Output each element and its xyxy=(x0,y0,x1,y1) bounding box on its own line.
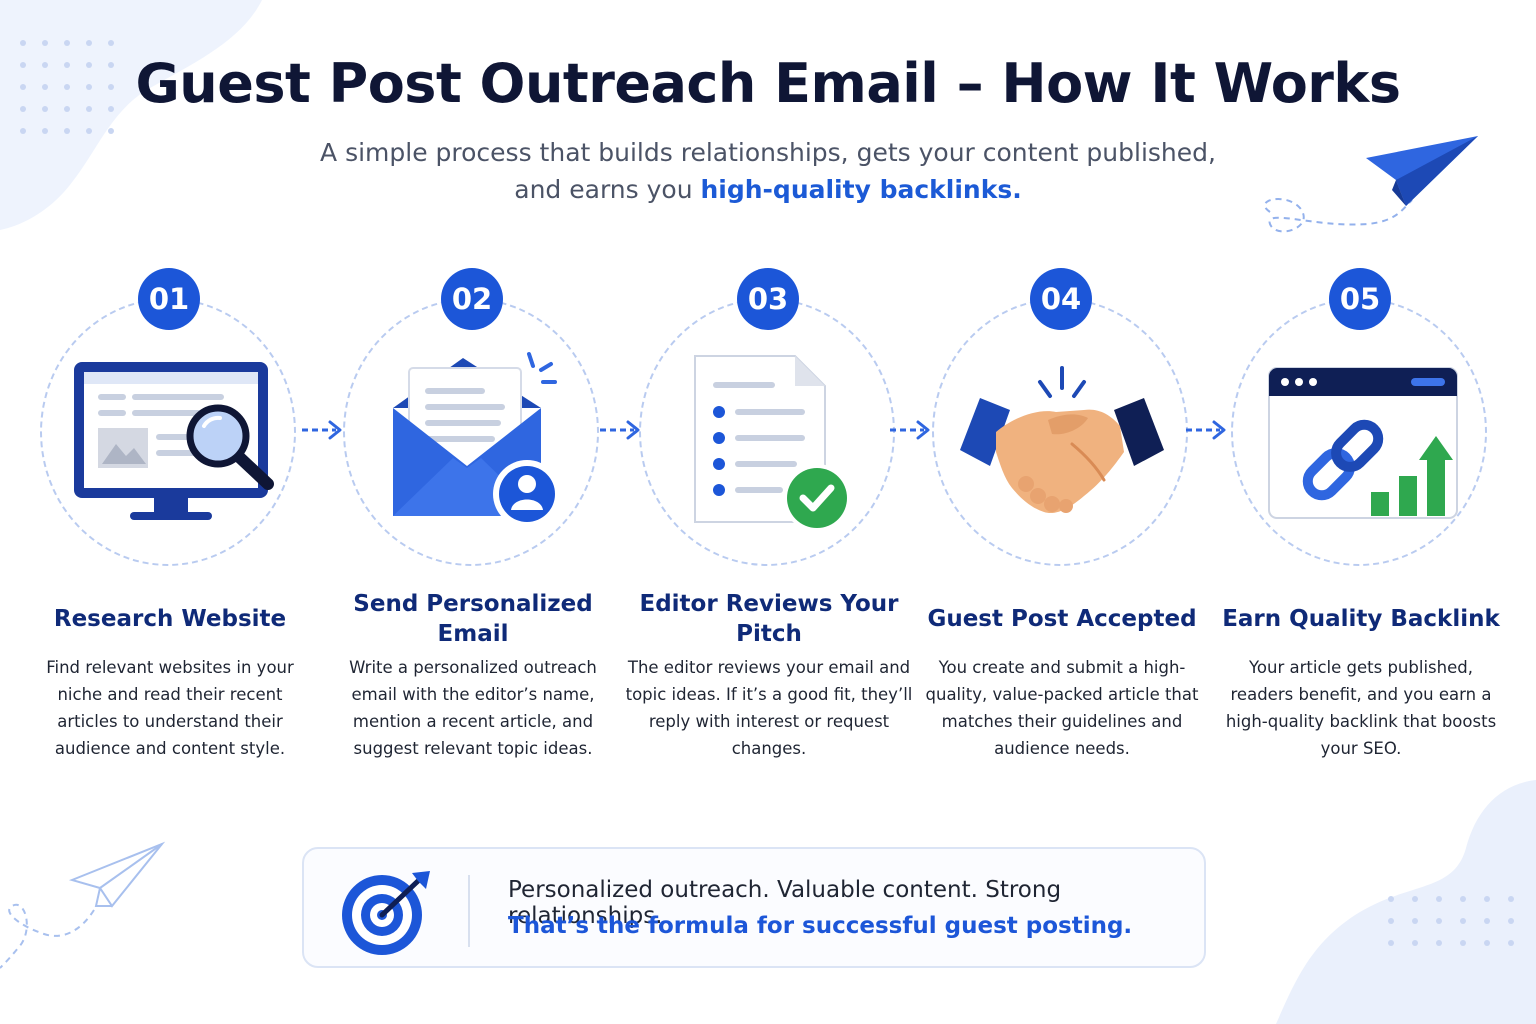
target-icon xyxy=(340,869,434,957)
link-growth-icon xyxy=(1251,348,1471,538)
step-title: Editor Reviews Your Pitch xyxy=(639,591,899,647)
callout-line-2: That’s the formula for successful guest … xyxy=(508,913,1133,939)
paper-plane-icon xyxy=(1263,136,1478,233)
paper-plane-outline-icon xyxy=(0,841,166,969)
summary-callout: Personalized outreach. Valuable content.… xyxy=(302,847,1206,968)
step-number-badge: 05 xyxy=(1329,268,1391,330)
subtitle-line-2: and earns you high-quality backlinks. xyxy=(0,171,1536,208)
step-description: You create and submit a high-quality, va… xyxy=(925,658,1199,758)
page-subtitle: A simple process that builds relationshi… xyxy=(0,134,1536,208)
step-title: Send Personalized Email xyxy=(353,591,593,647)
subtitle-line-1: A simple process that builds relationshi… xyxy=(320,138,1216,167)
step-number-badge: 04 xyxy=(1030,268,1092,330)
envelope-user-icon xyxy=(363,348,583,538)
arrow-right-icon xyxy=(1186,420,1226,440)
handshake-icon xyxy=(952,348,1172,538)
step-title: Guest Post Accepted xyxy=(927,606,1197,632)
monitor-search-icon xyxy=(60,348,280,538)
arrow-right-icon xyxy=(302,420,342,440)
background-blob-bottom-right xyxy=(1276,780,1536,1024)
background-blob-top-left xyxy=(0,0,262,230)
step-number-badge: 03 xyxy=(737,268,799,330)
step-description: Find relevant websites in your niche and… xyxy=(46,658,294,758)
subtitle-highlight: high-quality backlinks. xyxy=(700,175,1022,204)
callout-line-1: Personalized outreach. Valuable content.… xyxy=(508,877,1062,929)
step-number-badge: 01 xyxy=(138,268,200,330)
callout-divider xyxy=(468,875,470,947)
page-title: Guest Post Outreach Email – How It Works xyxy=(135,52,1401,115)
step-description: The editor reviews your email and topic … xyxy=(625,658,913,758)
document-check-icon xyxy=(659,348,879,538)
step-number-badge: 02 xyxy=(441,268,503,330)
step-title: Research Website xyxy=(53,606,287,632)
step-description: Your article gets published, readers ben… xyxy=(1225,658,1497,758)
arrow-right-icon xyxy=(600,420,640,440)
step-description: Write a personalized outreach email with… xyxy=(349,658,597,758)
dot-grid-bottom-right xyxy=(1388,896,1514,946)
arrow-right-icon xyxy=(890,420,930,440)
subtitle-line-2-prefix: and earns you xyxy=(514,175,701,204)
dot-grid-top-left xyxy=(20,40,114,134)
step-title: Earn Quality Backlink xyxy=(1222,606,1500,632)
